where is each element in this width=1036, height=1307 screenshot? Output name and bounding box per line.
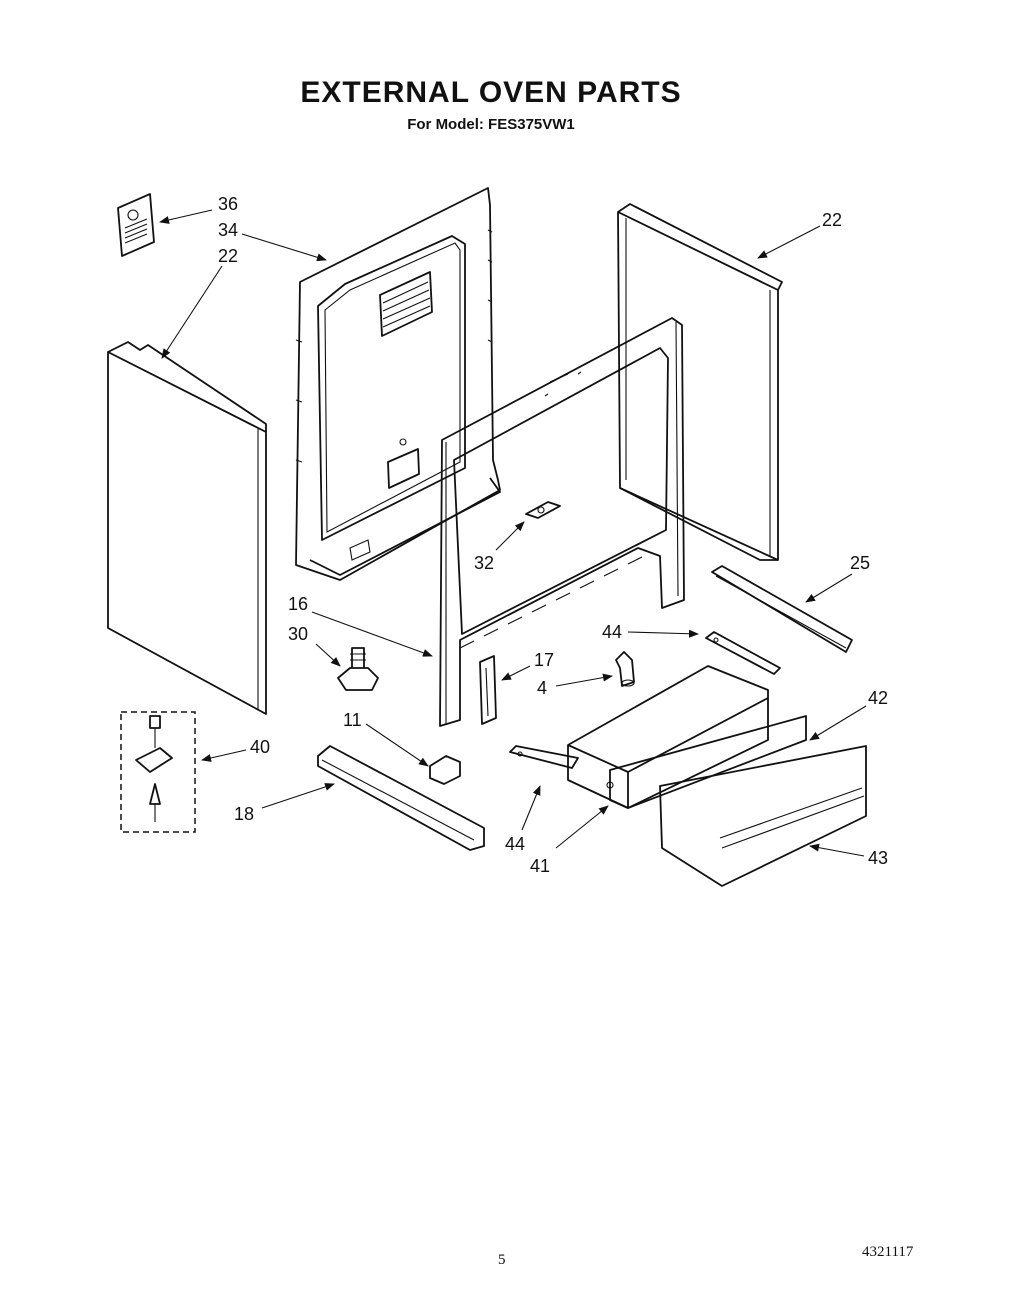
document-number: 4321117 [862,1244,914,1260]
part-40-anti-tip-kit [120,711,196,833]
page-title: EXTERNAL OVEN PARTS [300,76,682,109]
callout-11: 11 [343,710,362,730]
leader-lines [159,209,867,857]
part-25-rail [711,565,853,653]
callout-43: 43 [868,848,888,868]
callout-16: 16 [288,594,308,614]
callout-22-right: 22 [822,210,842,230]
callout-4: 4 [537,678,547,698]
page-number: 5 [498,1252,506,1268]
callout-25: 25 [850,553,870,573]
callout-44-lower: 44 [505,834,525,854]
callout-42: 42 [868,688,888,708]
callout-44-upper: 44 [602,622,622,642]
part-34-back-panel [295,187,501,581]
part-16-front-frame [439,317,685,727]
callout-34: 34 [218,220,238,240]
callout-18: 18 [234,804,254,824]
part-42-drawer-front [609,715,807,809]
part-44-upper-slide [705,631,781,675]
part-44-lower-slide [509,745,579,769]
part-30-leveling-leg [337,647,379,691]
callout-30: 30 [288,624,308,644]
part-4-elbow [615,651,635,687]
part-11-clip [429,755,461,785]
part-22-left-side-panel [107,341,267,715]
callout-22-left: 22 [218,246,238,266]
callout-17: 17 [534,650,554,670]
callout-numbers: 36 34 22 22 25 32 16 30 44 17 4 42 11 40… [218,194,888,876]
part-32-bracket [525,501,561,519]
part-18-rail [317,745,485,851]
part-43-drawer-panel [659,745,867,887]
part-17-bracket [479,655,497,725]
model-subtitle: For Model: FES375VW1 [407,116,575,133]
callout-40: 40 [250,737,270,757]
part-36-label-card [117,193,155,257]
callout-32: 32 [474,553,494,573]
part-22-right-side-panel [617,203,783,561]
callout-36: 36 [218,194,238,214]
part-41-drawer-box [567,665,769,809]
callout-41: 41 [530,856,550,876]
